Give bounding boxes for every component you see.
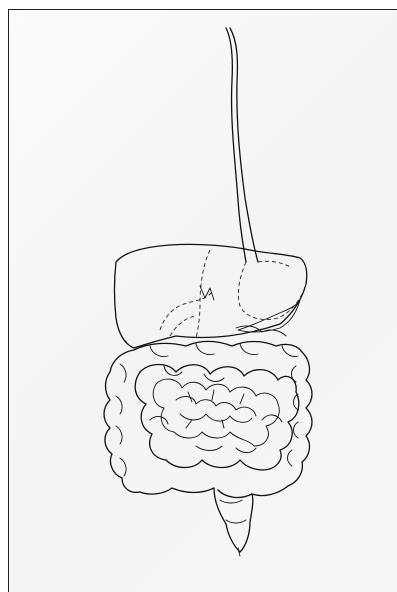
rectum (214, 488, 253, 556)
esophagus (226, 28, 258, 262)
small-intestine (135, 365, 299, 471)
stomach (238, 261, 306, 332)
liver (115, 244, 307, 348)
gallbladder (160, 286, 214, 336)
